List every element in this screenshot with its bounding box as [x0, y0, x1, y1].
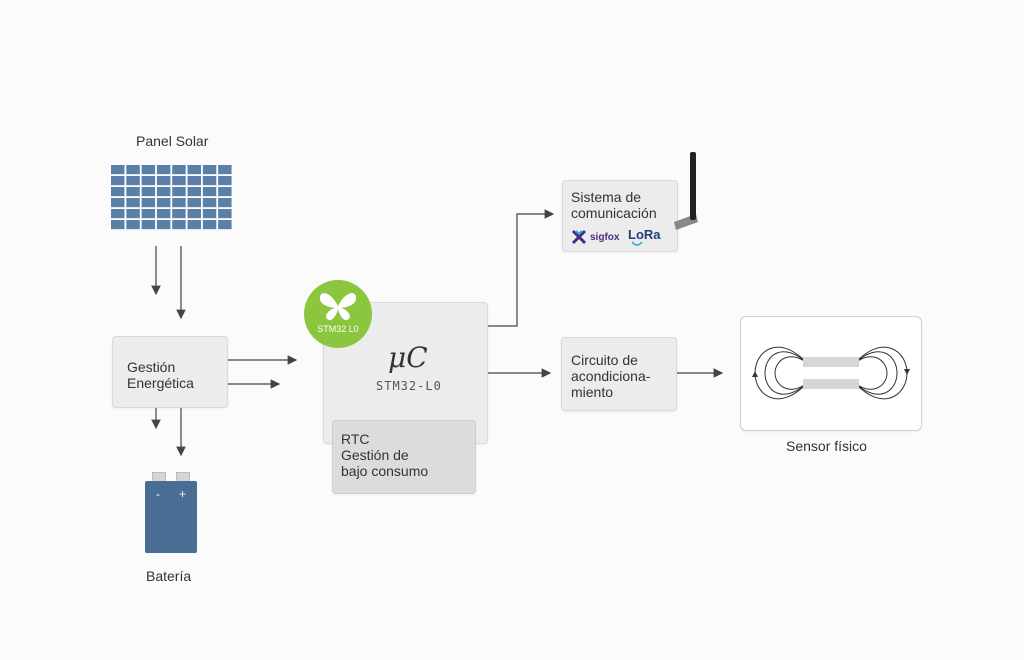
solar-cell: [172, 165, 186, 175]
solar-cell: [187, 187, 201, 197]
lora-label: LoRa: [628, 227, 661, 242]
solar-cell: [218, 209, 232, 219]
solar-cell: [156, 176, 171, 186]
solar-cell: [202, 198, 217, 208]
solar-cell: [187, 220, 201, 230]
solar-cell: [141, 220, 156, 230]
antenna-icon: [674, 152, 698, 230]
solar-cell: [218, 187, 232, 197]
mcu-model: STM32-L0: [376, 379, 442, 393]
conditioning-label-line1: Circuito de: [571, 352, 638, 368]
solar-cell: [111, 198, 125, 208]
solar-cell: [187, 176, 201, 186]
solar-cell: [202, 220, 217, 230]
communication-label-line2: comunicación: [571, 205, 657, 221]
communication-box: Sistema de comunicación sigfox LoRa: [562, 180, 678, 252]
solar-cell: [202, 187, 217, 197]
solar-cell: [156, 198, 171, 208]
solar-cell: [202, 165, 217, 175]
battery-label: Batería: [146, 568, 192, 584]
solar-cell: [202, 209, 217, 219]
sigfox-label: sigfox: [590, 232, 620, 243]
sensor-label: Sensor físico: [786, 438, 867, 454]
solar-cell: [218, 198, 232, 208]
solar-cell: [172, 176, 186, 186]
solar-cell: [141, 187, 156, 197]
solar-cell: [126, 198, 140, 208]
magnetic-field-icon: [752, 346, 910, 400]
rtc-label-line1: RTC: [341, 431, 370, 447]
solar-cell: [156, 209, 171, 219]
mcu-to-comm-arrow: [487, 209, 555, 327]
sigfox-logo-icon: [571, 229, 587, 245]
solar-cell: [126, 209, 140, 219]
solar-cell: [172, 198, 186, 208]
solar-to-energy-arrows: [151, 246, 186, 320]
energy-management-box: Gestión Energética: [112, 336, 228, 408]
stm32-badge-label: STM32 L0: [317, 324, 359, 334]
rtc-label-line3: bajo consumo: [341, 463, 429, 479]
solar-cell: [126, 176, 140, 186]
sensor-box: [740, 316, 922, 431]
solar-cell: [156, 165, 171, 175]
solar-cell: [141, 198, 156, 208]
lora-logo-icon: [631, 241, 643, 246]
battery-plus-label: +: [179, 487, 187, 501]
solar-cell: [172, 187, 186, 197]
solar-panel-label: Panel Solar: [136, 133, 209, 149]
solar-cell: [111, 165, 125, 175]
solar-cell: [141, 165, 156, 175]
solar-cell: [111, 187, 125, 197]
solar-cell: [126, 165, 140, 175]
solar-cell: [111, 209, 125, 219]
butterfly-icon: [319, 293, 357, 321]
energy-to-mcu-arrows: [227, 355, 298, 389]
solar-cell: [141, 209, 156, 219]
mcu-symbol: μC: [388, 341, 428, 374]
solar-cell: [187, 209, 201, 219]
solar-cell: [156, 187, 171, 197]
solar-cell: [172, 220, 186, 230]
solar-cell: [187, 165, 201, 175]
battery-minus-label: -: [156, 487, 160, 501]
solar-cell: [111, 220, 125, 230]
energy-to-battery-arrows: [151, 408, 186, 457]
solar-cell: [126, 187, 140, 197]
solar-cell: [218, 220, 232, 230]
rtc-label-line2: Gestión de: [341, 447, 409, 463]
energy-management-label-line2: Energética: [127, 375, 194, 391]
communication-label-line1: Sistema de: [571, 189, 642, 205]
solar-cell: [141, 176, 156, 186]
conditioning-box: Circuito de acondiciona- miento: [561, 337, 677, 411]
solar-cell: [218, 176, 232, 186]
solar-cell: [202, 176, 217, 186]
energy-management-label-line1: Gestión: [127, 359, 176, 375]
conditioning-label-line2: acondiciona-: [571, 368, 651, 384]
solar-cell: [156, 220, 171, 230]
solar-cell: [187, 198, 201, 208]
solar-cell: [126, 220, 140, 230]
stm32-badge: STM32 L0: [304, 280, 372, 348]
solar-cell: [218, 165, 232, 175]
solar-cell: [111, 176, 125, 186]
solar-cell: [172, 209, 186, 219]
solar-panel-icon: [110, 164, 232, 230]
rtc-box: RTC Gestión de bajo consumo: [332, 420, 476, 494]
conditioning-label-line3: miento: [571, 384, 614, 400]
